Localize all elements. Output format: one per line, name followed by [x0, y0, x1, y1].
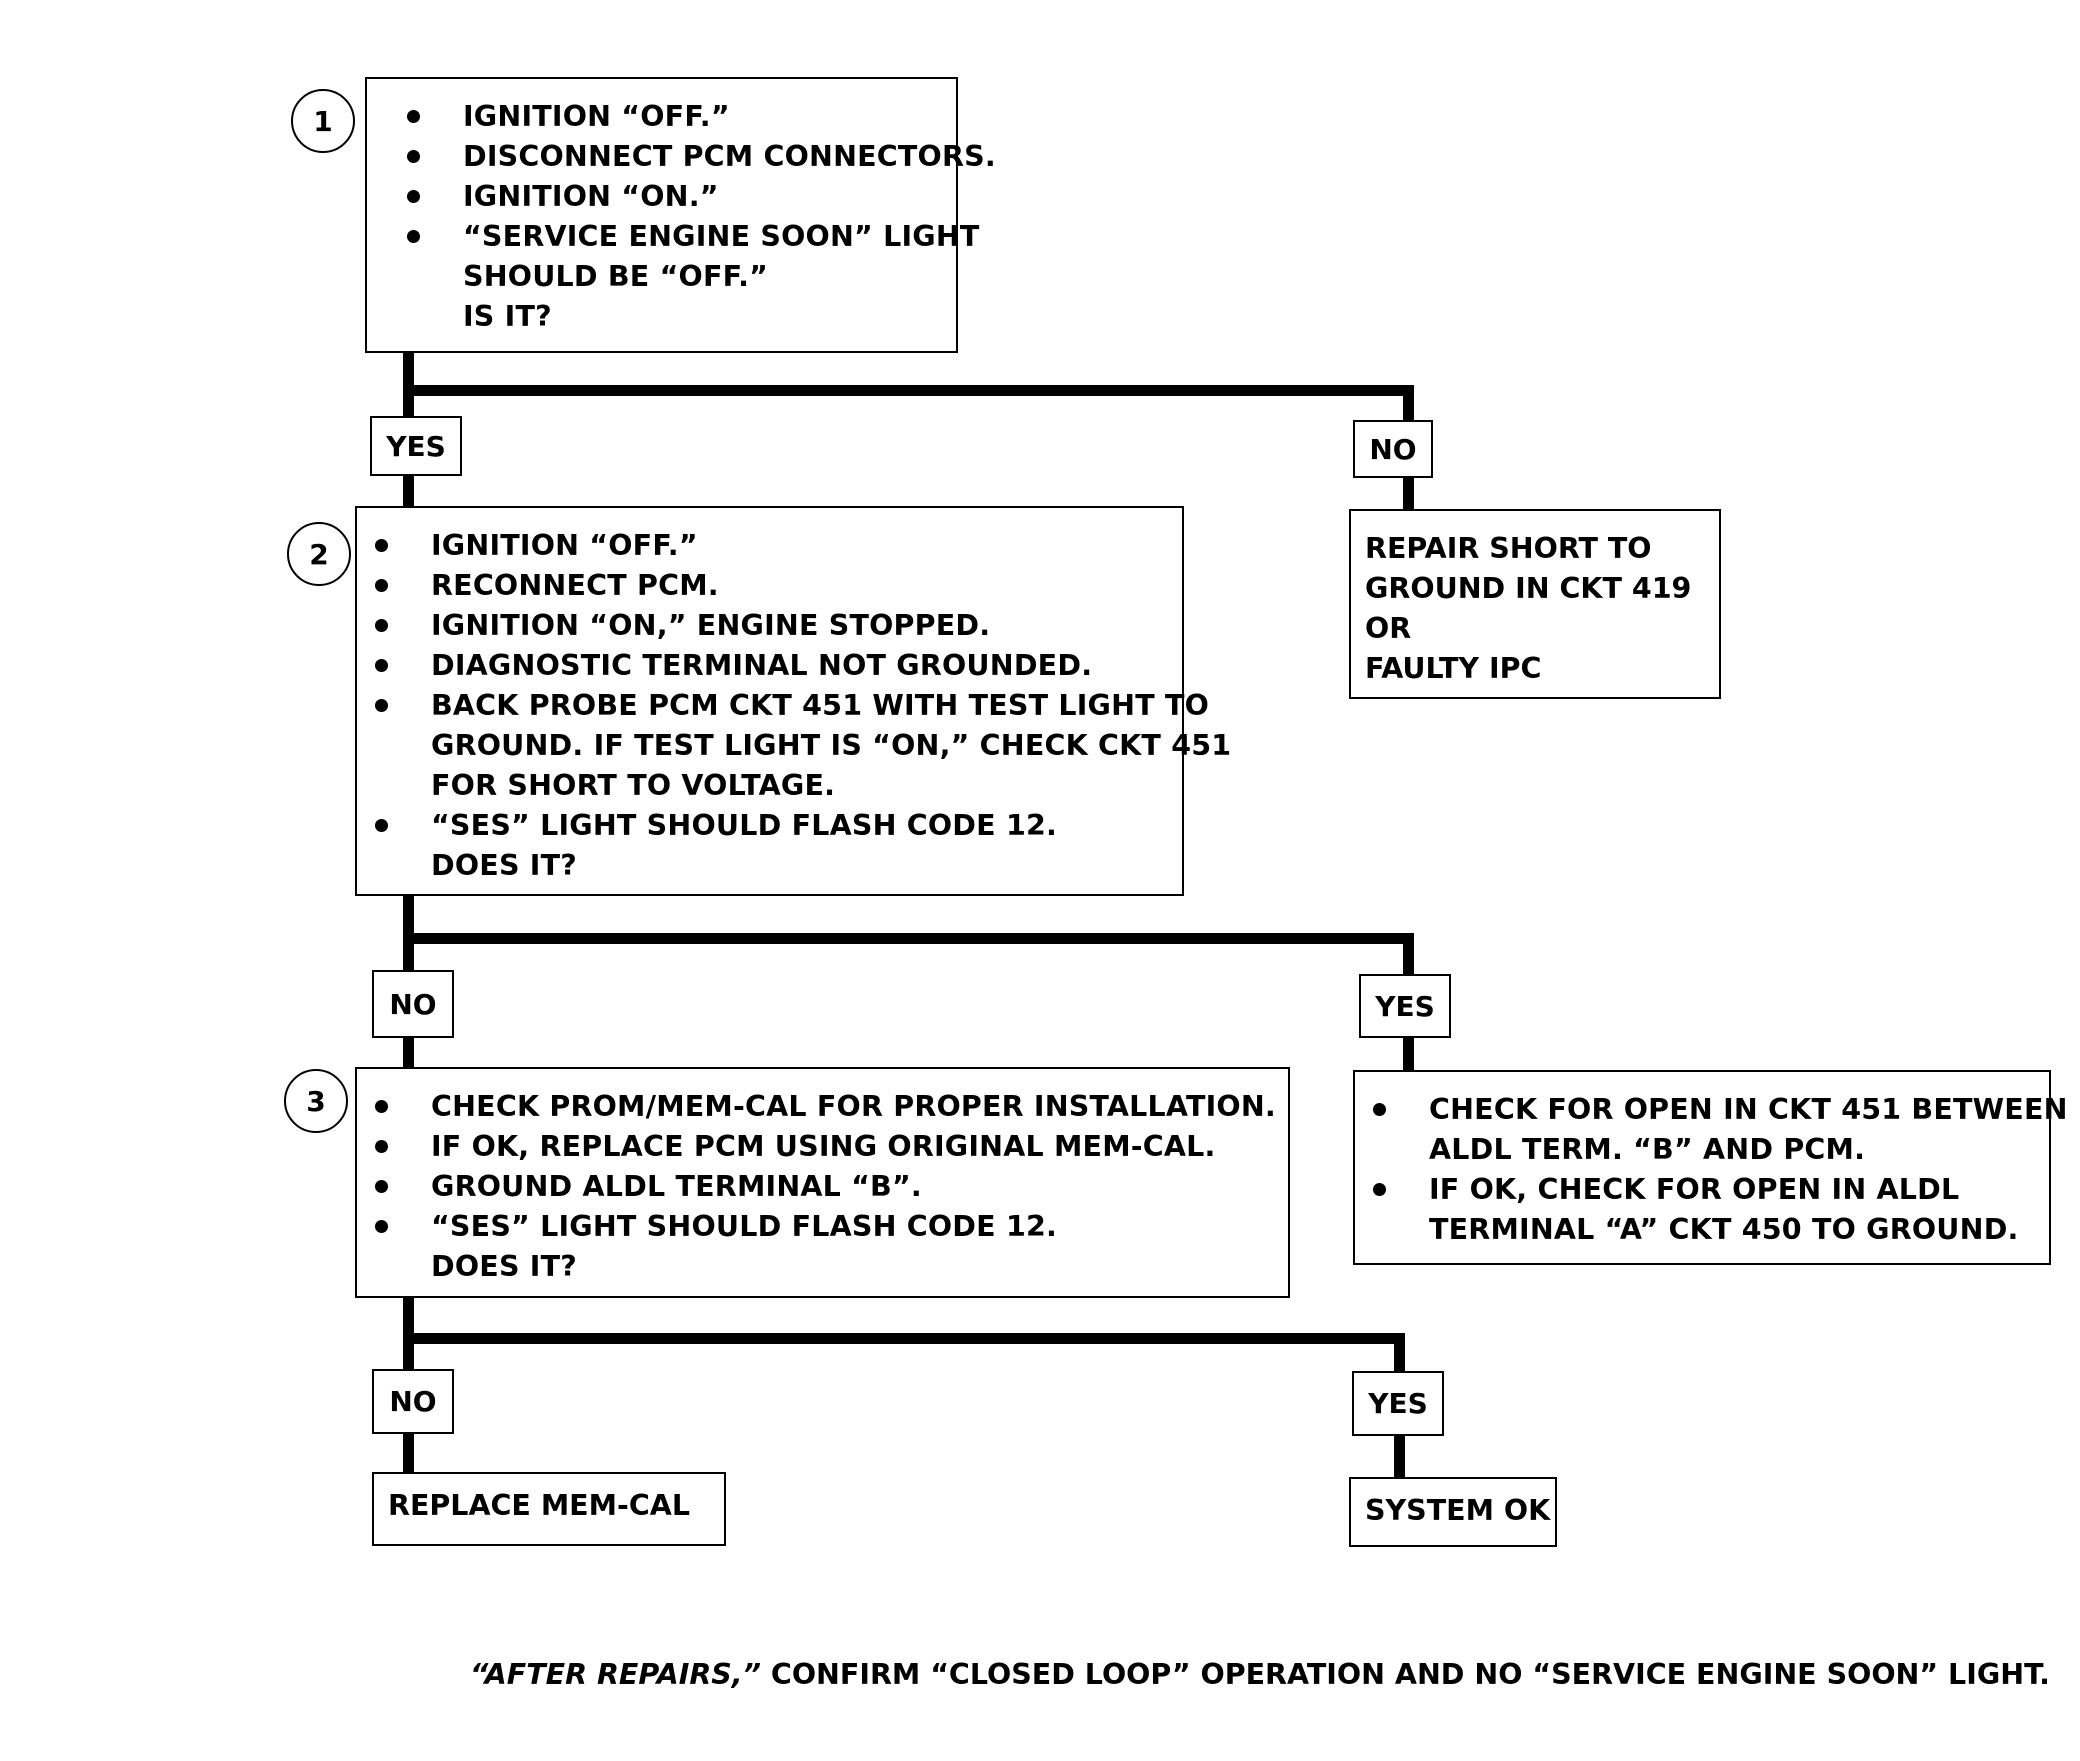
step-1-yes-label: YES — [370, 416, 462, 476]
step-1-list: IGNITION “OFF.”DISCONNECT PCM CONNECTORS… — [407, 97, 996, 337]
step-number-1-text: 1 — [313, 104, 333, 138]
replace-memcal-text: REPLACE MEM-CAL — [388, 1489, 690, 1522]
step-2-line: IGNITION “ON,” ENGINE STOPPED. — [375, 606, 1164, 646]
step-2-yes-label: YES — [1359, 974, 1451, 1038]
step-2-line: RECONNECT PCM. — [375, 566, 1164, 606]
step-2-no-label: NO — [372, 970, 454, 1038]
step-3-no-label: NO — [372, 1369, 454, 1434]
step-3-line: GROUND ALDL TERMINAL “B”. — [375, 1167, 1270, 1207]
wire-3-horizontal — [403, 1333, 1405, 1344]
repair-short-line: FAULTY IPC — [1365, 652, 1542, 685]
wire-1-horizontal — [403, 385, 1414, 396]
footer-note-rest: CONFIRM “CLOSED LOOP” OPERATION AND NO “… — [760, 1658, 2051, 1691]
check-open-line: CHECK FOR OPEN IN CKT 451 BETWEEN — [1373, 1090, 2068, 1130]
step-number-2-text: 2 — [309, 537, 329, 571]
step-3-no-text: NO — [389, 1385, 437, 1418]
step-1-box: IGNITION “OFF.”DISCONNECT PCM CONNECTORS… — [365, 77, 996, 353]
footer-note: “AFTER REPAIRS,” CONFIRM “CLOSED LOOP” O… — [470, 1658, 2050, 1691]
step-3-list: CHECK PROM/MEM-CAL FOR PROPER INSTALLATI… — [375, 1087, 1276, 1287]
step-2-no-text: NO — [389, 987, 437, 1021]
step-2-line: DOES IT? — [431, 849, 577, 882]
step-1-line: IS IT? — [463, 300, 552, 333]
step-2-line: DIAGNOSTIC TERMINAL NOT GROUNDED. — [375, 646, 1164, 686]
step-2-yes-text: YES — [1375, 989, 1435, 1023]
step-number-3: 3 — [284, 1069, 348, 1133]
step-2-line: GROUND. IF TEST LIGHT IS “ON,” CHECK CKT… — [431, 729, 1232, 762]
check-open-line: TERMINAL “A” CKT 450 TO GROUND. — [1429, 1213, 2019, 1246]
step-2-line: FOR SHORT TO VOLTAGE. — [431, 769, 836, 802]
repair-short-line: REPAIR SHORT TO — [1365, 532, 1652, 565]
step-3-line: DOES IT? — [431, 1250, 577, 1283]
step-3-yes-text: YES — [1368, 1387, 1428, 1420]
replace-memcal-box: REPLACE MEM-CAL — [372, 1472, 726, 1546]
step-number-1: 1 — [291, 89, 355, 153]
step-1-line: SHOULD BE “OFF.” — [463, 260, 769, 293]
step-3-line: “SES” LIGHT SHOULD FLASH CODE 12. — [375, 1207, 1270, 1247]
footer-note-italic: “AFTER REPAIRS,” — [470, 1658, 761, 1691]
step-3-box: CHECK PROM/MEM-CAL FOR PROPER INSTALLATI… — [355, 1067, 1290, 1298]
step-2-line: “SES” LIGHT SHOULD FLASH CODE 12. — [375, 806, 1164, 846]
step-2-box: IGNITION “OFF.”RECONNECT PCM.IGNITION “O… — [355, 506, 1232, 896]
step-1-line: DISCONNECT PCM CONNECTORS. — [407, 137, 996, 177]
repair-short-line: GROUND IN CKT 419 — [1365, 572, 1692, 605]
step-1-no-label: NO — [1353, 420, 1433, 478]
step-3-line: IF OK, REPLACE PCM USING ORIGINAL MEM-CA… — [375, 1127, 1270, 1167]
step-1-line: IGNITION “ON.” — [407, 177, 938, 217]
step-1-line: “SERVICE ENGINE SOON” LIGHT — [407, 217, 979, 257]
step-number-2: 2 — [287, 522, 351, 586]
step-3-line: CHECK PROM/MEM-CAL FOR PROPER INSTALLATI… — [375, 1087, 1276, 1127]
repair-short-line: OR — [1365, 612, 1412, 645]
step-2-line: BACK PROBE PCM CKT 451 WITH TEST LIGHT T… — [375, 686, 1209, 726]
wire-2-horizontal — [403, 933, 1414, 944]
step-number-3-text: 3 — [306, 1084, 326, 1118]
step-2-line: IGNITION “OFF.” — [375, 526, 1164, 566]
system-ok-text: SYSTEM OK — [1365, 1494, 1551, 1527]
step-1-no-text: NO — [1369, 432, 1417, 466]
step-1-yes-text: YES — [386, 429, 446, 463]
step-2-list: IGNITION “OFF.”RECONNECT PCM.IGNITION “O… — [375, 526, 1232, 886]
step-3-yes-label: YES — [1352, 1371, 1444, 1436]
check-open-line: ALDL TERM. “B” AND PCM. — [1429, 1133, 1866, 1166]
step-1-line: IGNITION “OFF.” — [407, 97, 938, 137]
check-open-line: IF OK, CHECK FOR OPEN IN ALDL — [1373, 1170, 2031, 1210]
system-ok-box: SYSTEM OK — [1349, 1477, 1557, 1547]
